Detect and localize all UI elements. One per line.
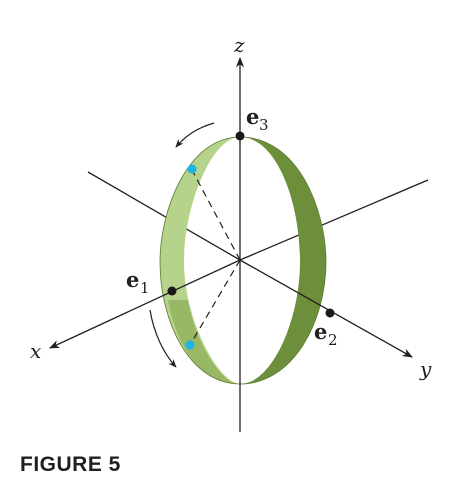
y-axis-label: y <box>419 357 432 381</box>
label-e1-letter: e <box>126 267 139 292</box>
z-axis-label: z <box>233 33 245 57</box>
point-e3 <box>235 131 245 141</box>
band-left-shade <box>168 300 240 384</box>
label-e1: e 1 <box>126 267 150 297</box>
band-right-face <box>240 137 326 384</box>
rotation-arrow-upper <box>175 122 215 148</box>
rotation-arrow-lower <box>149 309 177 368</box>
point-e2 <box>325 308 335 318</box>
label-e3-letter: e <box>246 104 259 129</box>
y-axis-back <box>87 171 241 261</box>
y-axis-front <box>239 259 413 358</box>
dashed-line-lower <box>189 259 241 346</box>
x-axis-front <box>49 259 241 349</box>
label-e2-letter: e <box>314 319 327 344</box>
blue-point-upper <box>187 164 197 174</box>
figure-caption: FIGURE 5 <box>20 453 121 476</box>
label-e1-subscript: 1 <box>140 279 150 297</box>
blue-point-lower <box>185 340 195 350</box>
label-e3-subscript: 3 <box>259 116 269 134</box>
point-e1 <box>167 286 177 296</box>
label-e2: e 2 <box>314 319 338 349</box>
label-e2-subscript: 2 <box>328 331 338 349</box>
x-axis-label: x <box>30 339 41 363</box>
label-e3: e 3 <box>246 104 269 134</box>
dashed-line-upper <box>191 169 241 261</box>
x-axis-back <box>239 179 429 261</box>
